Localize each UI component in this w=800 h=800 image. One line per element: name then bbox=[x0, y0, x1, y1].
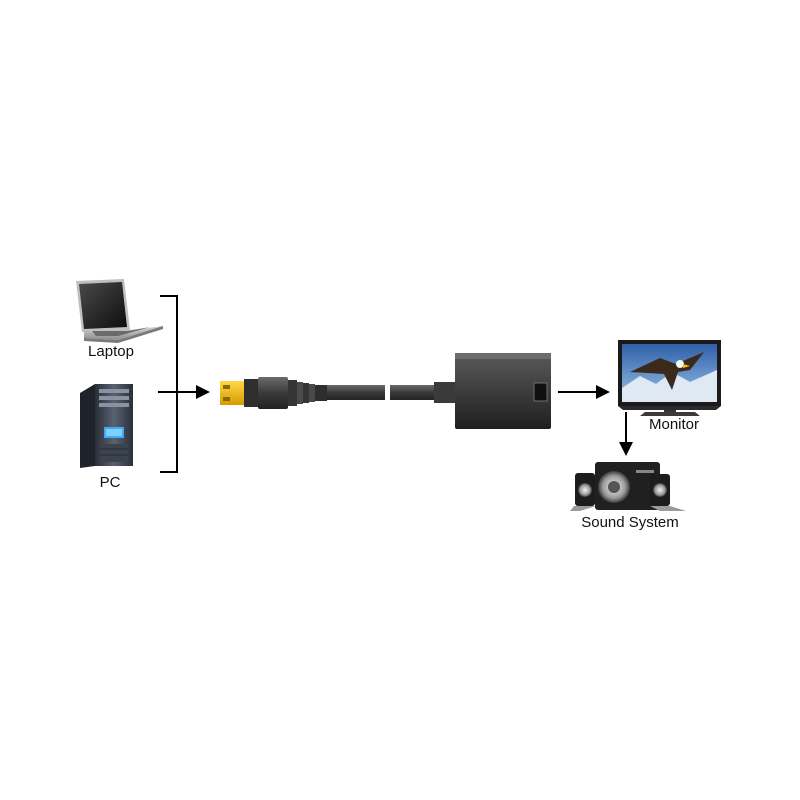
monitor-label: Monitor bbox=[649, 416, 699, 433]
laptop-label: Laptop bbox=[88, 343, 134, 360]
pc-tower-icon bbox=[80, 384, 133, 468]
sound-system-label: Sound System bbox=[581, 514, 679, 531]
speaker-system-icon bbox=[570, 462, 686, 511]
usb-plug-icon bbox=[220, 377, 327, 409]
arrow-to-monitor bbox=[558, 385, 610, 399]
monitor-icon bbox=[618, 340, 721, 416]
input-bracket bbox=[158, 296, 210, 472]
usb-adapter-box-icon bbox=[455, 353, 551, 429]
laptop-icon bbox=[76, 279, 163, 343]
pc-label: PC bbox=[100, 474, 121, 491]
arrow-head-input bbox=[196, 385, 210, 399]
arrow-to-sound-system bbox=[619, 412, 633, 456]
usb-cable bbox=[327, 382, 456, 403]
